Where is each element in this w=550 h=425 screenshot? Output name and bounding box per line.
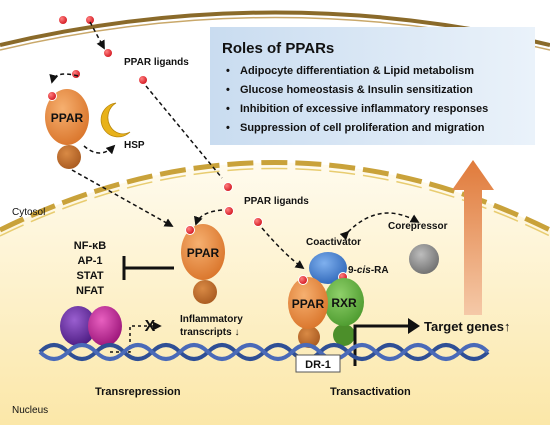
ligand-entry-arrow [89, 21, 105, 50]
ligand-dot [224, 206, 234, 216]
ligand-dot [71, 69, 81, 79]
ppar-complex: PPAR [288, 275, 328, 348]
transrepression-label: Transrepression [95, 386, 181, 398]
ppar-nuclear: PPAR [181, 224, 225, 304]
transcription-factor-purple [60, 306, 96, 346]
tf-stat-label: STAT [76, 270, 103, 282]
blocked-transcription-arrow [110, 321, 162, 353]
block-x-mark: X [145, 318, 156, 335]
rxr-label: RXR [331, 296, 357, 310]
nuclear-translocation-arrow [71, 169, 174, 227]
upregulation-arrow [452, 160, 494, 315]
role-item: Glucose homeostasis & Insulin sensitizat… [240, 84, 473, 96]
ligand-dot [47, 91, 57, 101]
inflammatory-transcripts-label: transcripts ↓ [180, 327, 239, 338]
ligand-dot [298, 275, 308, 285]
dr1-element [295, 354, 341, 373]
role-item: Inhibition of excessive inflammatory res… [240, 103, 488, 115]
role-item: Suppression of cell proliferation and mi… [240, 122, 485, 134]
ppar-label: PPAR [51, 111, 84, 125]
ligand-binding-arrow [49, 73, 79, 84]
ppar-ligands-label: PPAR ligands [244, 196, 309, 207]
svg-text:•: • [226, 84, 230, 96]
ppar-label: PPAR [187, 246, 220, 260]
cytosol-label: Cytosol [12, 207, 45, 218]
transcription-start-arrow [353, 324, 410, 366]
inflammatory-transcripts-label: Inflammatory [180, 314, 243, 325]
ligand-dot [223, 182, 233, 192]
hsp-crescent [100, 102, 131, 138]
corepressor-label: Corepressor [388, 221, 448, 232]
ligand-dot [85, 15, 95, 25]
dna-helix [38, 343, 490, 361]
hsp-label: HSP [124, 140, 145, 151]
ligand-path-arrow [145, 85, 223, 179]
nucleus-label: Nucleus [12, 405, 48, 416]
ligand-dot [185, 225, 195, 235]
ppar-label: PPAR [292, 297, 325, 311]
ligand-dot [253, 217, 263, 227]
ligand-binding-arrow [194, 209, 223, 226]
tf-nfat-label: NFAT [76, 285, 104, 297]
roles-of-ppars-box: Roles of PPARs • Adipocyte differentiati… [210, 27, 535, 145]
svg-text:•: • [226, 103, 230, 115]
cofactor-exchange-arrow [339, 212, 420, 241]
tf-nfkb-label: NF-κB [74, 240, 106, 252]
rxr-protein: RXR [324, 278, 364, 346]
target-genes-label: Target genes↑ [424, 319, 510, 334]
ppar-ligands-label: PPAR ligands [124, 57, 189, 68]
coactivator-protein [309, 252, 347, 284]
ligand-dot [103, 48, 113, 58]
ppar-cytoplasmic: PPAR [45, 89, 89, 169]
inhibition-symbol [122, 256, 174, 280]
hsp-dissociation-arrow [83, 144, 116, 155]
transcription-factor-magenta [88, 306, 122, 346]
svg-text:•: • [226, 122, 230, 134]
coactivator-label: Coactivator [306, 237, 361, 248]
corepressor-protein [409, 244, 439, 274]
svg-text:•: • [226, 65, 230, 77]
svg-text:9-cis-RA: 9-cis-RA [348, 265, 389, 276]
dr1-label: DR-1 [305, 359, 331, 371]
role-item: Adipocyte differentiation & Lipid metabo… [240, 65, 474, 77]
ligand-dot [58, 15, 68, 25]
transactivation-label: Transactivation [330, 386, 411, 398]
tf-ap1-label: AP-1 [77, 255, 102, 267]
ligand-dot [138, 75, 148, 85]
ligand-9cis-ra-label: 9- [348, 265, 357, 276]
roles-title: Roles of PPARs [222, 40, 334, 57]
